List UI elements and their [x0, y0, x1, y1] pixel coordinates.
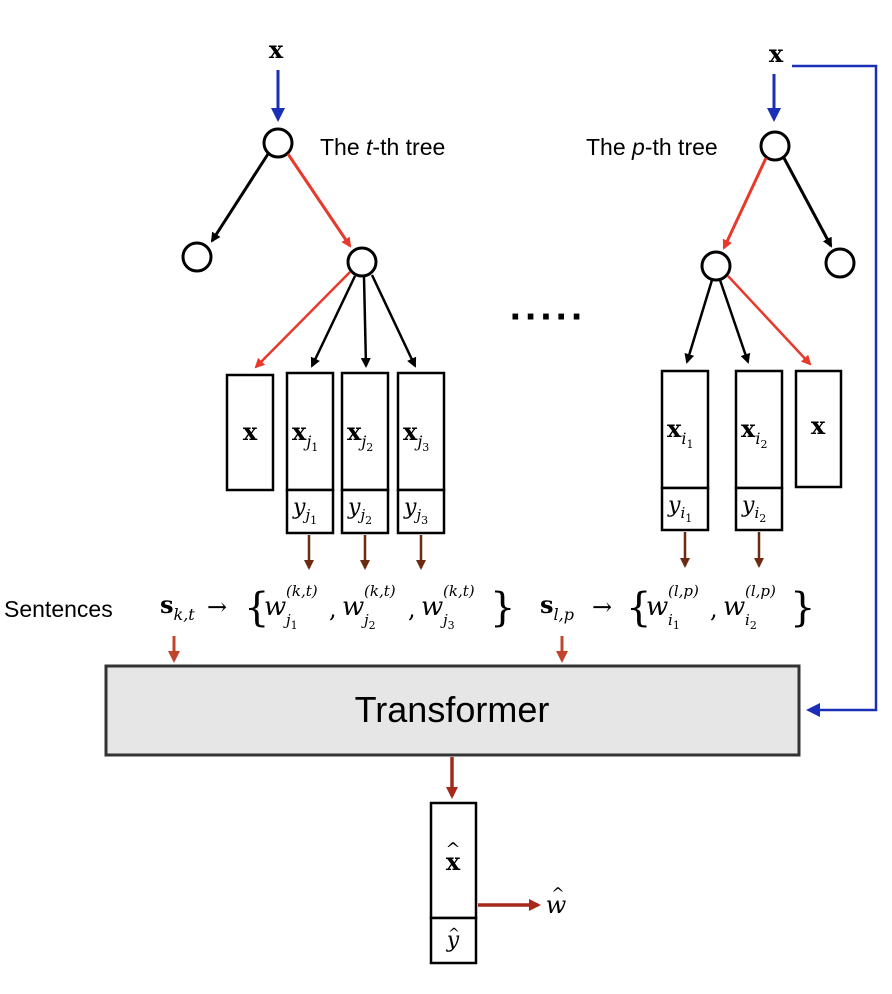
leaf-edge-p-x — [727, 275, 812, 366]
brace-close-left: } — [490, 585, 515, 631]
svg-text:(l,p): (l,p) — [668, 582, 699, 600]
tree-p-left-child-node — [700, 250, 732, 282]
svg-text:j1: j1 — [283, 611, 298, 632]
svg-text:x: x — [446, 847, 461, 876]
output-yhat: y ^ — [446, 926, 460, 953]
svg-text:yi2: yi2 — [741, 493, 766, 525]
weight-term-t-j2: w (k,t) j2 — [342, 582, 396, 632]
tree-p-right-child-node — [824, 247, 856, 279]
svg-text:j3: j3 — [440, 611, 455, 632]
svg-text:xj3: xj3 — [403, 417, 429, 454]
ellipsis: ····· — [510, 295, 587, 339]
svg-text:xj2: xj2 — [347, 417, 373, 454]
comma-3: , — [710, 595, 718, 623]
leaf-box-p-i2: xi2 yi2 — [734, 369, 784, 532]
transformer-block — [104, 664, 801, 757]
weight-term-t-j1: w (k,t) j1 — [264, 582, 318, 632]
svg-text:(k,t): (k,t) — [364, 582, 396, 600]
svg-text:^: ^ — [445, 839, 460, 860]
bypass-arrow — [792, 64, 878, 717]
tree-t-edge-left — [210, 153, 270, 243]
leaf-edge-p-i2 — [718, 279, 751, 364]
svg-text:yj2: yj2 — [347, 495, 372, 527]
svg-text:i1: i1 — [668, 611, 680, 632]
sentences-label: Sentences — [4, 596, 113, 622]
leaf-box-t-x — [225, 373, 275, 492]
leaf-box-p-i1: xi1 yi1 — [660, 369, 710, 532]
svg-text:^: ^ — [448, 926, 460, 942]
svg-text:yi1: yi1 — [667, 493, 692, 525]
svg-text:w: w — [421, 592, 443, 622]
brace-close-right: } — [790, 585, 815, 631]
output-y-box — [429, 916, 478, 965]
tree-p-edge-left — [722, 157, 768, 250]
leaf-box-t-x-label: x — [243, 417, 258, 446]
sentence-arrow-left: → — [207, 593, 227, 621]
comma-2: , — [408, 595, 416, 623]
svg-text:(k,t): (k,t) — [443, 582, 475, 600]
leaf-edge-t-x — [254, 271, 351, 369]
input-x-left: x — [269, 35, 284, 64]
leaf-edge-t-j3 — [370, 274, 417, 368]
sentence-arrow-right: → — [592, 593, 612, 621]
input-x-right: x — [769, 39, 784, 68]
svg-text:xj1: xj1 — [292, 417, 318, 454]
leaf-box-p-x — [794, 369, 843, 489]
svg-text:w: w — [723, 592, 745, 622]
sentence-s-kt: sk,t — [160, 590, 195, 624]
tree-t-left-child-node — [181, 241, 213, 273]
tree-t-root-node — [262, 127, 294, 159]
sentence-s-lp: sl,p — [540, 590, 574, 624]
svg-text:yj3: yj3 — [403, 495, 428, 527]
tree-t-edge-right — [286, 153, 352, 248]
svg-text:w: w — [646, 592, 668, 622]
tree-p-label: The p-th tree — [586, 134, 718, 160]
svg-text:xi2: xi2 — [741, 414, 767, 451]
leaf-edge-p-i1 — [684, 279, 714, 364]
svg-text:y: y — [446, 928, 460, 953]
svg-text:^: ^ — [551, 884, 564, 903]
svg-text:w: w — [546, 891, 567, 919]
weight-term-p-i2: w (l,p) i2 — [723, 582, 776, 632]
leaf-edge-t-j2 — [360, 276, 371, 368]
svg-text:j2: j2 — [361, 611, 376, 632]
output-xhat: x ^ — [445, 839, 460, 876]
output-what: w ^ — [546, 884, 567, 919]
svg-text:w: w — [342, 592, 364, 622]
brace-open-right: { — [626, 585, 651, 631]
svg-text:xi1: xi1 — [667, 414, 693, 451]
leaf-edge-t-j1 — [310, 275, 357, 368]
svg-text:yj1: yj1 — [292, 495, 317, 527]
leaf-box-t-j1: xj1 yj1 — [285, 371, 335, 535]
svg-text:w: w — [264, 592, 286, 622]
svg-text:i2: i2 — [745, 611, 757, 632]
brace-open-left: { — [244, 585, 269, 631]
weight-term-t-j3: w (k,t) j3 — [421, 582, 475, 632]
tree-p-edge-right — [782, 157, 833, 248]
weight-term-p-i1: w (l,p) i1 — [646, 582, 699, 632]
transformer-label: Transformer — [355, 689, 550, 730]
comma-1: , — [329, 595, 337, 623]
tree-t-right-child-node — [346, 246, 378, 278]
leaf-box-p-x-label: x — [811, 411, 826, 440]
leaf-box-t-j2: xj2 yj2 — [340, 371, 390, 535]
tree-t-label: The t-th tree — [320, 134, 445, 160]
tree-p-root-node — [759, 130, 791, 162]
svg-text:(l,p): (l,p) — [745, 582, 776, 600]
leaf-box-t-j3: xj3 yj3 — [396, 371, 446, 535]
svg-text:(k,t): (k,t) — [286, 582, 318, 600]
